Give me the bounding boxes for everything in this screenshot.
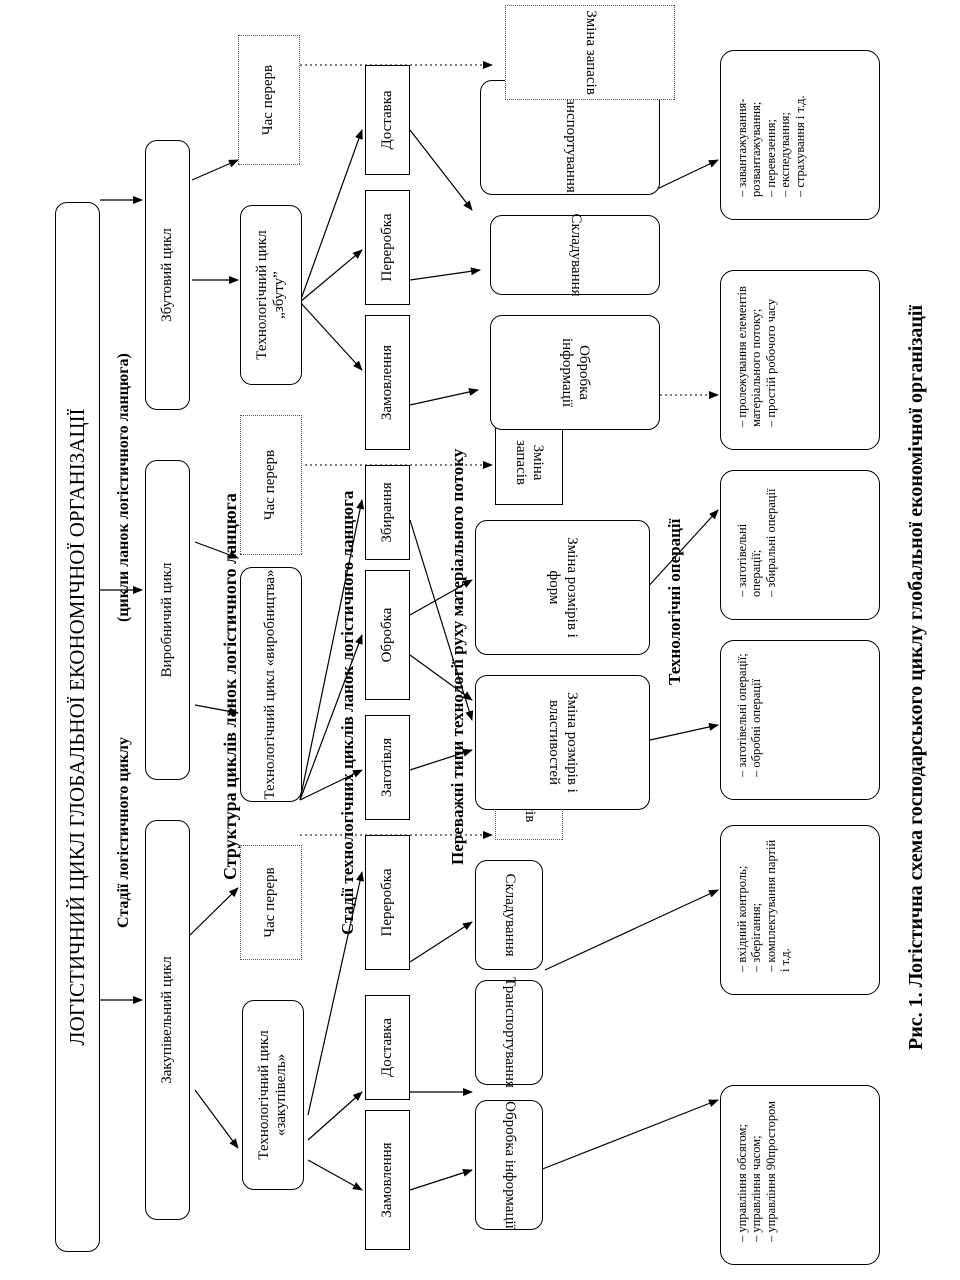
diagram-title: ЛОГІСТИЧНИЙ ЦИКЛ ГЛОБАЛЬНОЇ ЕКОНОМІЧНОЇ … (55, 202, 100, 1252)
stage-order-procurement: Замовлення (365, 1110, 410, 1250)
ops-item: зберігання; (749, 836, 763, 972)
ops-item: управління обсягом; (735, 1096, 749, 1242)
flow-info-procurement: Обробка інформації (475, 1100, 543, 1230)
stage-machining-production: Обробка (365, 570, 410, 700)
stage-processing-procurement: Переробка (365, 835, 410, 970)
ops-item: простій робочого часу (764, 281, 778, 427)
ops-list-3: заготівельні операції;обробні операції (720, 640, 880, 800)
stages-label: Стадії логістичного циклу (115, 737, 132, 928)
links-cycles-label: (цикли ланок логістичного ланцюга) (115, 353, 132, 622)
ops-item: пролежування елементів матеріального пот… (735, 281, 764, 427)
ops-item: обробні операції (749, 651, 763, 777)
ops-item: управління 90простором (764, 1096, 778, 1242)
flow-transport-procurement: Транспортування (475, 977, 543, 1088)
sales-cycle-box: Збутовий цикл (145, 140, 190, 410)
stock-change-production: Зміна запасів (495, 420, 563, 505)
ops-list-6: завантажування-розвантажування;перевезен… (720, 50, 880, 220)
stage-assembly-production: Збирання (365, 465, 410, 560)
tech-cycle-procurement: Технологічний цикл «закупівель» (242, 1000, 304, 1190)
flow-form-production: Зміна розмірів і форм (475, 520, 650, 655)
stock-change-sales: Зміна запасів (505, 5, 675, 100)
ops-item: заготівельні операції; (735, 481, 764, 597)
ops-item: страхування і т.д. (793, 61, 807, 197)
flow-types-label: Переважні типи технології руху матеріаль… (448, 448, 467, 865)
flow-info-sales: Обробка інформації (490, 315, 660, 430)
stage-processing-sales: Переробка (365, 190, 410, 305)
ops-item: завантажування-розвантажування; (735, 61, 764, 197)
ops-item: вхідний контроль; (735, 836, 749, 972)
procurement-cycle-box: Закупівельний цикл (145, 820, 190, 1220)
tech-ops-label: Технологічні операції (665, 518, 684, 685)
structure-label: Структура циклів ланок логістичного ланц… (220, 493, 240, 880)
flow-props-production: Зміна розмірів і властивостей (475, 675, 650, 810)
stage-order-sales: Замовлення (365, 315, 410, 450)
tech-stages-label: Стадії технологічних циклів ланок логіст… (338, 490, 357, 935)
flow-storage-procurement: Складування (475, 860, 543, 970)
ops-item: експедування; (778, 61, 792, 197)
figure-caption: Рис. 1. Логістична схема господарського … (905, 304, 927, 1050)
break-time-production: Час перерв (240, 415, 302, 555)
break-time-sales: Час перерв (238, 35, 300, 165)
production-cycle-box: Виробничий цикл (145, 460, 190, 780)
ops-list-1: управління обсягом;управління часом;упра… (720, 1085, 880, 1265)
ops-item: управління часом; (749, 1096, 763, 1242)
ops-item: заготівельні операції; (735, 651, 749, 777)
stage-delivery-procurement: Доставка (365, 995, 410, 1100)
ops-list-4: заготівельні операції;збиральні операції (720, 470, 880, 620)
break-time-procurement: Час перерв (240, 845, 302, 960)
ops-list-2: вхідний контроль;зберігання;комплектуван… (720, 825, 880, 995)
flow-storage-sales: Складування (490, 213, 660, 297)
stage-blank-production: Заготівля (365, 715, 410, 820)
stage-delivery-sales: Доставка (365, 65, 410, 175)
tech-cycle-production: Технологічний цикл «виробництва» (240, 567, 302, 802)
ops-item: комплектування партій і т.д. (764, 836, 793, 972)
ops-list-5: пролежування елементів матеріального пот… (720, 270, 880, 450)
tech-cycle-sales: Технологічний цикл „збуту” (240, 205, 302, 385)
ops-item: збиральні операції (764, 481, 778, 597)
ops-item: перевезення; (764, 61, 778, 197)
